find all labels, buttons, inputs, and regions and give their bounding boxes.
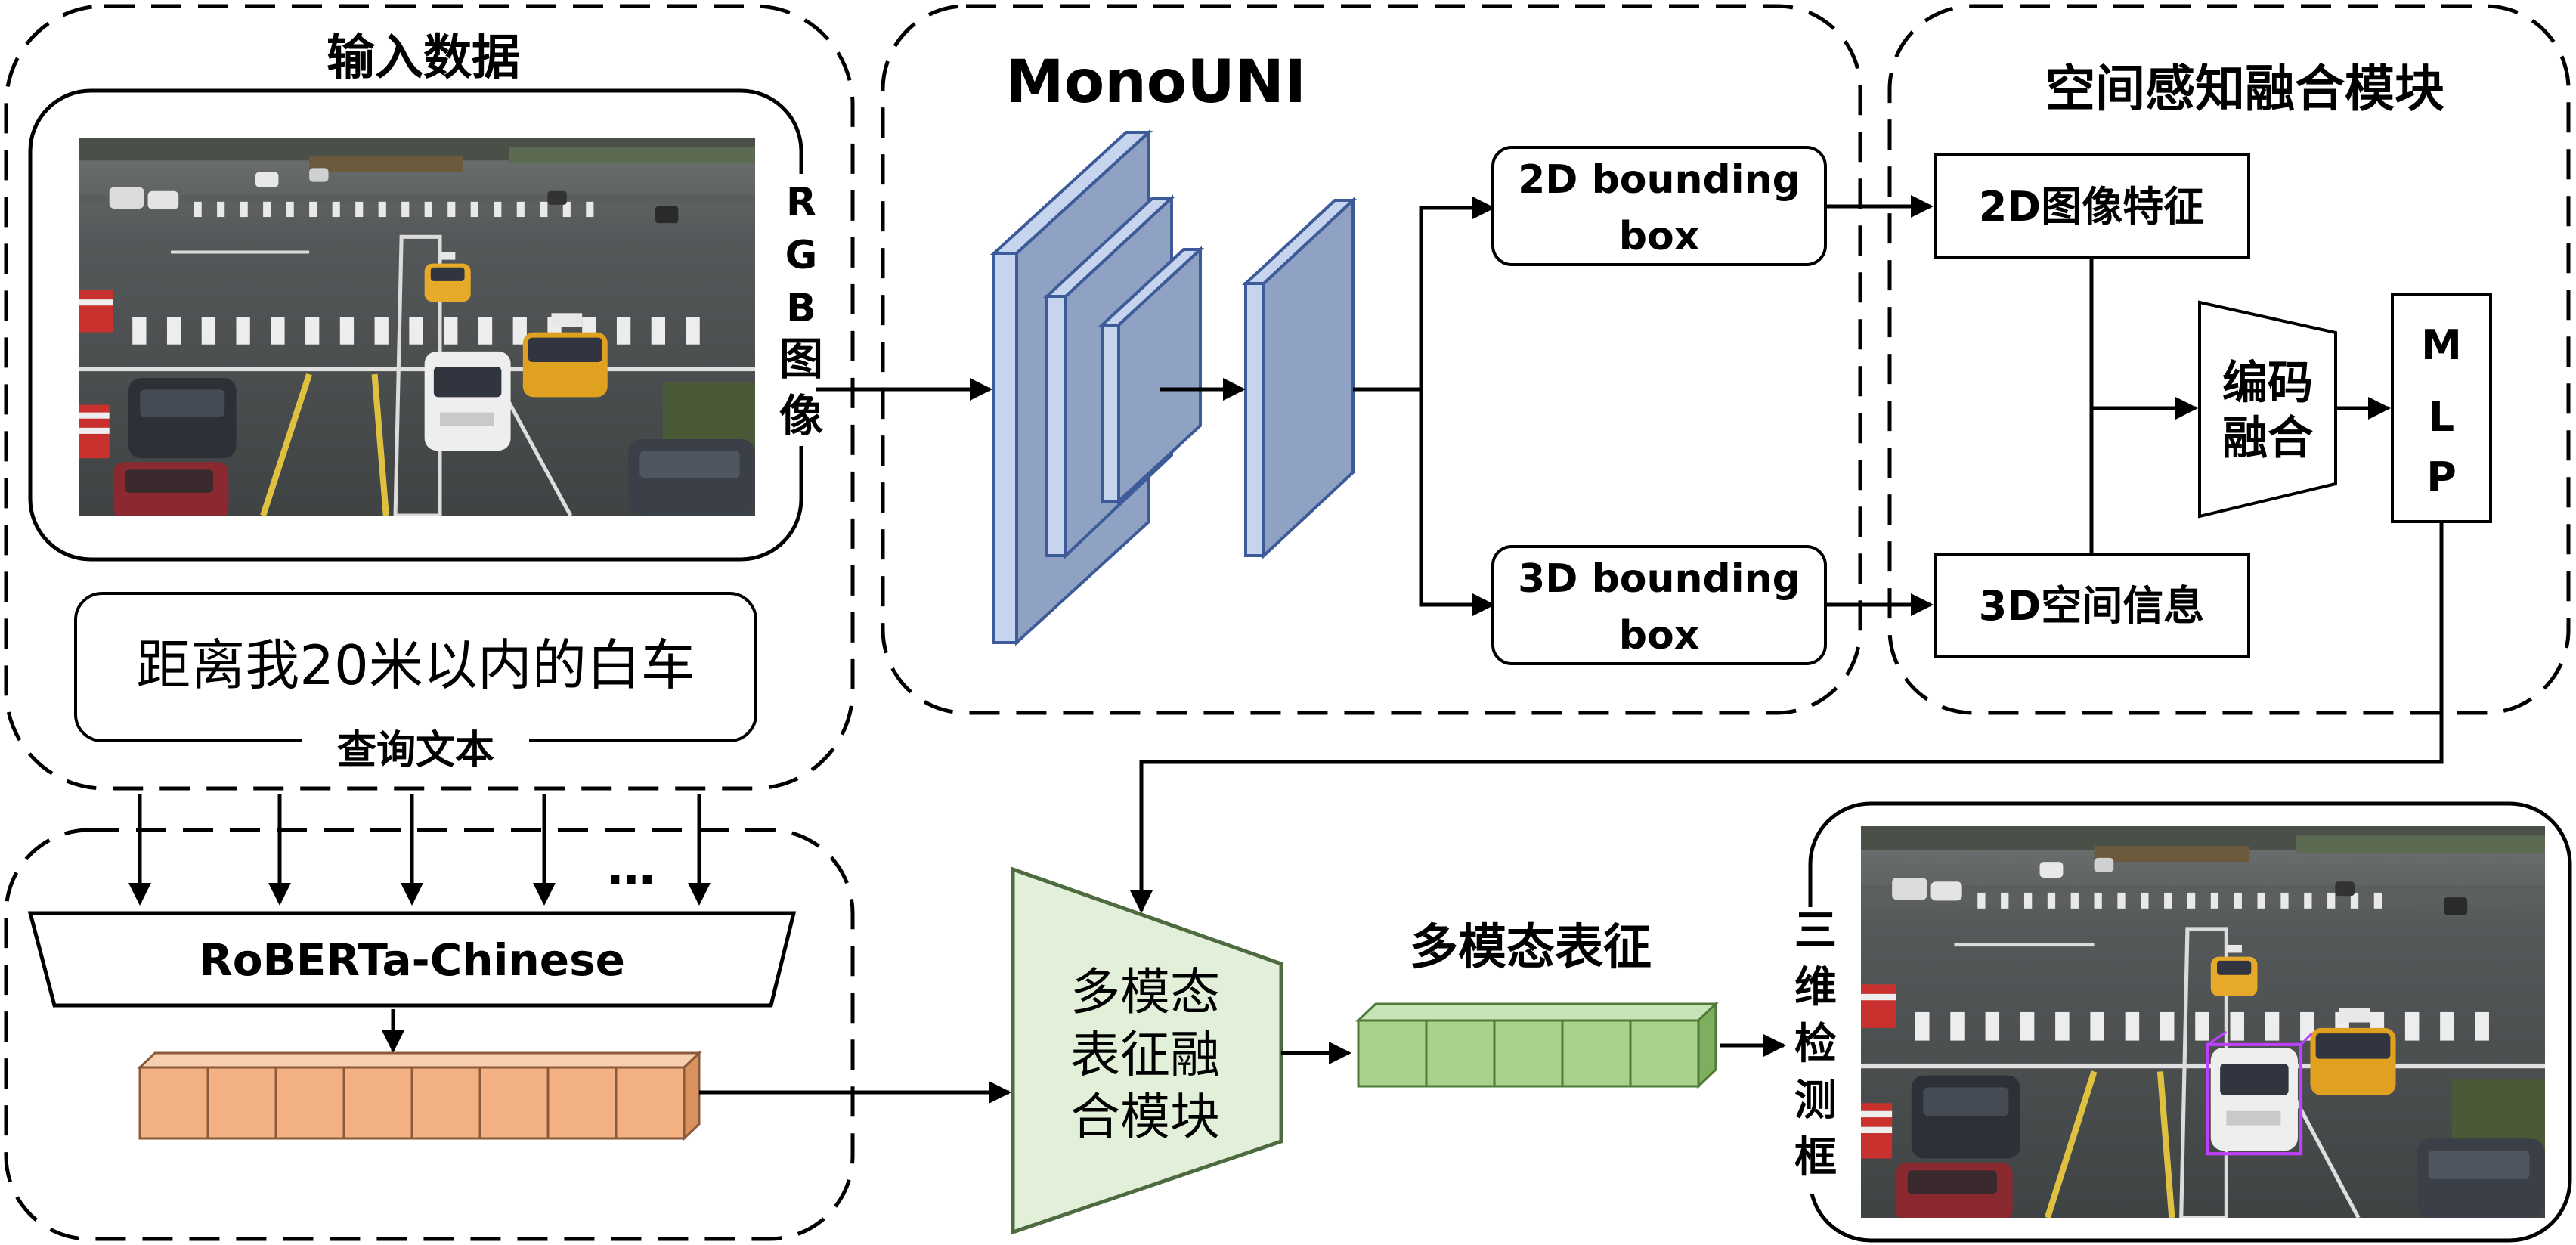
output-label-over: 三 维 检 测 框 [1794,906,1837,1194]
token-arrows [128,794,711,906]
svg-text:多模态: 多模态 [1070,963,1220,1021]
svg-text:3D bounding: 3D bounding [1518,556,1800,602]
monouni-title: MonoUNI [1005,48,1306,116]
svg-text:G: G [785,233,818,278]
svg-text:像: 像 [779,390,823,441]
input-data-region [4,4,855,791]
svg-text:维: 维 [1794,963,1837,1012]
svg-text:3D空间信息: 3D空间信息 [1979,582,2204,630]
text-encoder-region [4,828,855,1241]
svg-text:框: 框 [1794,1133,1837,1182]
feature2d-node [1934,153,2250,259]
roberta-label: RoBERTa-Chinese [199,934,625,986]
svg-text:图: 图 [779,333,823,385]
svg-text:表征融: 表征融 [1070,1026,1220,1084]
svg-text:测: 测 [1794,1076,1837,1126]
spatial-module-title: 空间感知融合模块 [2045,60,2444,118]
text-token-embeddings [137,1050,702,1141]
svg-text:P: P [2426,454,2457,501]
cnn-backbone [989,129,1358,646]
svg-text:L: L [2429,393,2454,441]
query-text: 距离我20米以内的白车 [136,633,695,697]
output-road-image [1861,826,2545,1222]
ellipsis: … [607,841,655,897]
svg-text:三: 三 [1794,906,1837,955]
multimodal-representation [1355,1001,1719,1089]
mlp-to-fusion-arrow [1130,522,2444,913]
encoder-fusion-node [2198,300,2337,519]
monouni-region [881,4,1862,715]
roberta-encoder [27,911,797,1008]
svg-text:2D图像特征: 2D图像特征 [1979,183,2204,231]
rgb-image-label: R G B 图 像 [779,180,823,441]
detection-box [2206,1042,2303,1156]
svg-text:box: box [1619,214,1700,259]
query-text-label: 查询文本 [337,728,494,773]
rgb-road-image [79,138,755,519]
svg-text:融合: 融合 [2222,412,2313,465]
svg-text:合模块: 合模块 [1070,1088,1220,1146]
svg-text:检: 检 [1794,1020,1837,1069]
multimodal-fusion-node [1011,866,1283,1235]
info3d-node [1934,553,2250,658]
svg-text:R: R [786,180,816,225]
svg-text:B: B [786,286,816,331]
spatial-module-region [1887,4,2571,715]
svg-text:M: M [2421,321,2462,369]
input-data-title: 输入数据 [327,30,520,86]
svg-text:box: box [1619,613,1700,658]
multimodal-repr-title: 多模态表征 [1410,920,1652,976]
svg-text:2D bounding: 2D bounding [1518,157,1800,203]
svg-text:编码: 编码 [2222,357,2313,410]
